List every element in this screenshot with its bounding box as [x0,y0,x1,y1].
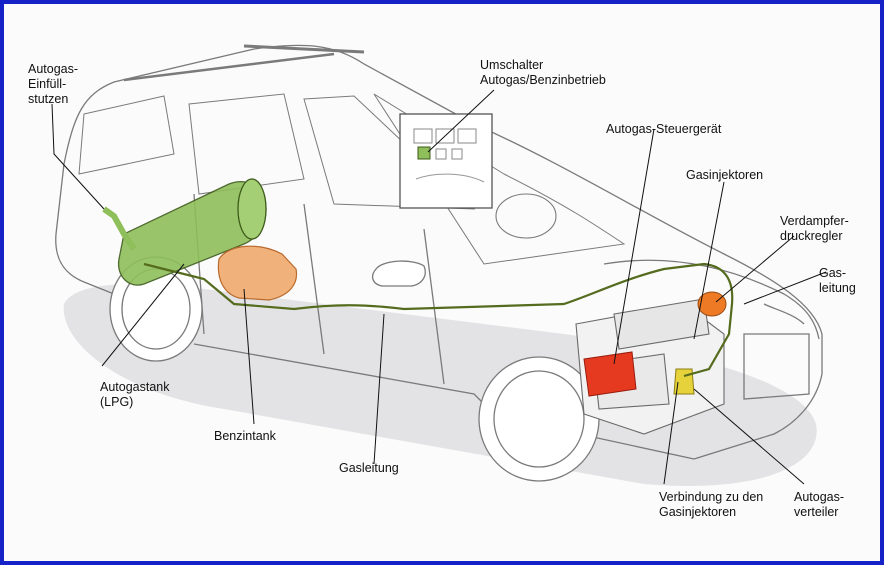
label-petrol-tank: Benzintank [214,429,276,444]
label-vaporizer-regulator: Verdampfer- druckregler [780,214,849,244]
label-gas-injectors: Gasinjektoren [686,168,763,183]
label-lpg-tank: Autogastank (LPG) [100,380,170,410]
filler-pipe [104,209,134,249]
label-injector-connection: Verbindung zu den Gasinjektoren [659,490,763,520]
switch-inset [400,114,492,208]
label-filler-neck: Autogas- Einfüll- stutzen [28,62,78,107]
control-unit [584,352,636,396]
label-fuel-switch: Umschalter Autogas/Benzinbetrieb [480,58,606,88]
label-gas-distributor: Autogas- verteiler [794,490,844,520]
car-illustration [4,4,880,561]
label-control-unit: Autogas-Steuergerät [606,122,721,137]
label-gas-line-bottom: Gasleitung [339,461,399,476]
petrol-tank [218,246,296,300]
label-gas-line-right: Gas- leitung [819,266,856,296]
